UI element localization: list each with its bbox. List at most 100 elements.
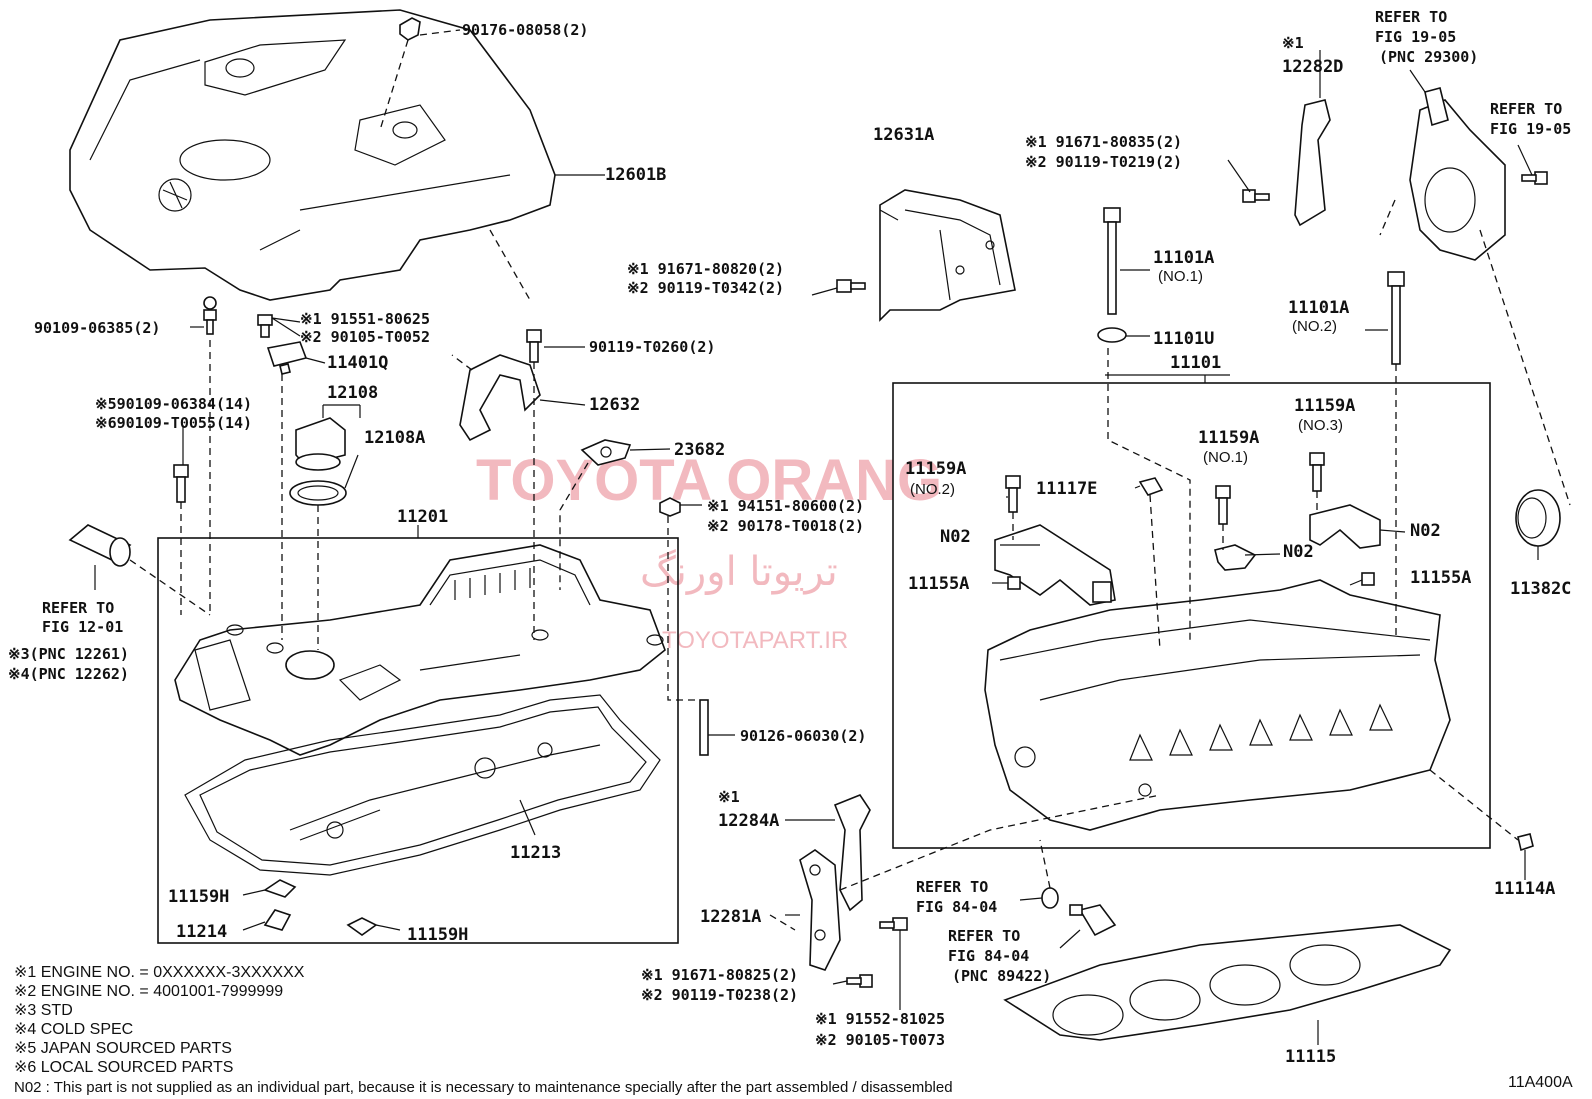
gasket-11213[interactable]	[184, 694, 661, 876]
plug-11117E[interactable]	[1138, 477, 1164, 496]
bracket-11401Q[interactable]	[266, 341, 308, 375]
bolt-91551-80625[interactable]	[257, 314, 273, 338]
dowel-11155A-b[interactable]	[1361, 572, 1375, 586]
label-23682[interactable]: 23682	[674, 440, 725, 460]
label-11117E[interactable]: 11117E	[1036, 479, 1097, 499]
label-11101U[interactable]: 11101U	[1153, 329, 1214, 349]
refer-12-01-line2[interactable]: FIG 12-01	[42, 618, 123, 636]
refer-84-04-a-line1[interactable]: REFER TO	[916, 878, 988, 896]
label-11159A-no2-sub[interactable]: (NO.2)	[910, 481, 955, 498]
bolt-11159A-no3[interactable]	[1309, 452, 1325, 492]
bolt-90109-06385[interactable]	[203, 296, 217, 335]
label-N02-c[interactable]: N02	[1410, 521, 1441, 541]
label-90176-08058[interactable]: 90176-08058(2)	[462, 21, 588, 39]
label-90109-T0055[interactable]: ※690109-T0055(14)	[95, 414, 252, 432]
refer-19-05-a-line3[interactable]: (PNC 29300)	[1379, 48, 1478, 66]
bolt-91671-80825[interactable]	[846, 974, 873, 988]
bolt-91671-80820[interactable]	[836, 279, 866, 293]
bolt-91552-81025[interactable]	[879, 917, 908, 931]
label-90119-T0260[interactable]: 90119-T0260(2)	[589, 338, 715, 356]
refer-84-04-b-line2[interactable]: FIG 84-04	[948, 947, 1029, 965]
head-bolt-11101A-no2[interactable]	[1387, 271, 1405, 365]
label-90109-06384[interactable]: ※590109-06384(14)	[95, 395, 252, 413]
label-11101A-no1-sub[interactable]: (NO.1)	[1158, 268, 1203, 285]
bolt-11159A-no2[interactable]	[1005, 475, 1021, 513]
label-11201[interactable]: 11201	[397, 507, 448, 527]
label-12282D[interactable]: 12282D	[1282, 57, 1343, 77]
label-11101A-no1[interactable]: 11101A	[1153, 248, 1214, 268]
label-90109-06385[interactable]: 90109-06385(2)	[34, 319, 160, 337]
label-11401Q[interactable]: 11401Q	[327, 353, 388, 373]
label-11115[interactable]: 11115	[1285, 1047, 1336, 1067]
bracket-11214[interactable]	[263, 909, 292, 931]
gasket-11159H-b[interactable]	[346, 917, 378, 936]
washer-11101U[interactable]	[1097, 327, 1127, 343]
label-12601B[interactable]: 12601B	[605, 165, 666, 185]
label-90119-T0219[interactable]: ※2 90119-T0219(2)	[1025, 153, 1182, 171]
label-12108A[interactable]: 12108A	[364, 428, 425, 448]
label-91552-81025[interactable]: ※1 91552-81025	[815, 1010, 945, 1028]
label-91671-80825[interactable]: ※1 91671-80825(2)	[641, 966, 798, 984]
label-12284A-mark[interactable]: ※1	[718, 788, 740, 806]
label-12108[interactable]: 12108	[327, 383, 378, 403]
refer-84-04-b-line1[interactable]: REFER TO	[948, 927, 1020, 945]
label-90105-T0052[interactable]: ※2 90105-T0052	[300, 328, 430, 346]
label-11213[interactable]: 11213	[510, 843, 561, 863]
label-12281A[interactable]: 12281A	[700, 907, 761, 927]
label-11155A-a[interactable]: 11155A	[908, 574, 969, 594]
label-12284A[interactable]: 12284A	[718, 811, 779, 831]
nut-94151-80600[interactable]	[659, 497, 681, 517]
refer-84-04-b-line3[interactable]: (PNC 89422)	[952, 967, 1051, 985]
label-12631A[interactable]: 12631A	[873, 125, 934, 145]
bracket-12281A[interactable]	[799, 849, 841, 971]
label-91551-80625[interactable]: ※1 91551-80625	[300, 310, 430, 328]
label-11114A[interactable]: 11114A	[1494, 879, 1555, 899]
label-94151-80600[interactable]: ※1 94151-80600(2)	[707, 497, 864, 515]
label-90105-T0073[interactable]: ※2 90105-T0073	[815, 1031, 945, 1049]
label-11382C[interactable]: 11382C	[1510, 579, 1571, 599]
bolt-90119-T0260[interactable]	[526, 329, 542, 363]
label-11101A-no2-sub[interactable]: (NO.2)	[1292, 318, 1337, 335]
label-11159A-no1[interactable]: 11159A	[1198, 428, 1259, 448]
bracket-12284A[interactable]	[833, 794, 871, 912]
label-pnc-12261[interactable]: ※3(PNC 12261)	[8, 645, 129, 663]
label-pnc-12262[interactable]: ※4(PNC 12262)	[8, 665, 129, 683]
label-12632[interactable]: 12632	[589, 395, 640, 415]
dowel-11155A-a[interactable]	[1007, 576, 1021, 590]
refer-19-05-b-line2[interactable]: FIG 19-05	[1490, 120, 1571, 138]
label-11159A-no3[interactable]: 11159A	[1294, 396, 1355, 416]
label-11101[interactable]: 11101	[1170, 353, 1221, 373]
bracket-12282D[interactable]	[1294, 99, 1331, 227]
label-N02-a[interactable]: N02	[940, 527, 971, 547]
bracket-12632[interactable]	[459, 354, 541, 442]
label-90119-T0238[interactable]: ※2 90119-T0238(2)	[641, 986, 798, 1004]
label-N02-b[interactable]: N02	[1283, 542, 1314, 562]
label-11159H-b[interactable]: 11159H	[407, 925, 468, 945]
refer-12-01-line1[interactable]: REFER TO	[42, 599, 114, 617]
stud-90126-06030[interactable]	[699, 699, 709, 756]
refer-19-05-a-line2[interactable]: FIG 19-05	[1375, 28, 1456, 46]
label-91671-80835[interactable]: ※1 91671-80835(2)	[1025, 133, 1182, 151]
label-11159A-no2[interactable]: 11159A	[905, 459, 966, 479]
head-gasket-11115[interactable]	[1003, 924, 1452, 1041]
bolt-90176-08058[interactable]	[399, 17, 421, 41]
plug-11114A[interactable]	[1517, 833, 1534, 852]
head-bolt-11101A-no1[interactable]	[1103, 207, 1121, 315]
oil-filler-cap-12108A[interactable]	[289, 417, 347, 506]
cylinder-head-cover-11201[interactable]	[174, 544, 666, 756]
label-11159A-no1-sub[interactable]: (NO.1)	[1203, 449, 1248, 466]
label-11159A-no3-sub[interactable]: (NO.3)	[1298, 417, 1343, 434]
label-11155A-b[interactable]: 11155A	[1410, 568, 1471, 588]
bolt-11159A-no1[interactable]	[1215, 485, 1231, 525]
gasket-23682[interactable]	[580, 439, 632, 466]
refer-19-05-b-line1[interactable]: REFER TO	[1490, 100, 1562, 118]
label-11159H-a[interactable]: 11159H	[168, 887, 229, 907]
engine-cover-12601B[interactable]	[69, 9, 556, 301]
gasket-11159H-a[interactable]	[263, 879, 297, 898]
label-90178-T0018[interactable]: ※2 90178-T0018(2)	[707, 517, 864, 535]
oil-seal-11382C[interactable]	[1515, 489, 1561, 547]
label-91671-80820[interactable]: ※1 91671-80820(2)	[627, 260, 784, 278]
label-90119-T0342[interactable]: ※2 90119-T0342(2)	[627, 279, 784, 297]
cylinder-head-11101[interactable]	[984, 579, 1451, 831]
label-11214[interactable]: 11214	[176, 922, 227, 942]
